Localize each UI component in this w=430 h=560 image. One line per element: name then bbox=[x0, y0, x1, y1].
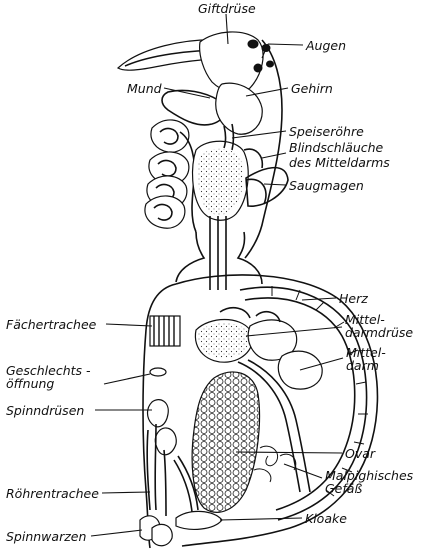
leader-speiseroehre bbox=[231, 130, 287, 139]
spinnerets bbox=[139, 515, 173, 547]
leader-lines bbox=[90, 13, 344, 537]
eye-1 bbox=[247, 39, 259, 49]
book-lung bbox=[149, 315, 181, 347]
leader-faechertrachee bbox=[105, 323, 153, 327]
label-malpighisches-gefaess: Malpighisches Gefäß bbox=[325, 468, 414, 496]
label-speiseroehre: Speiseröhre bbox=[289, 124, 364, 139]
label-spinnwarzen: Spinnwarzen bbox=[6, 529, 87, 544]
leader-malpighi bbox=[283, 463, 323, 479]
label-gehirn: Gehirn bbox=[291, 81, 333, 96]
eye-4 bbox=[266, 60, 274, 68]
leader-herz bbox=[301, 297, 337, 301]
leader-saugmagen bbox=[263, 183, 287, 186]
ovary bbox=[191, 371, 261, 513]
opisthosoma bbox=[139, 274, 379, 549]
midgut-gland bbox=[194, 306, 323, 390]
leader-augen bbox=[261, 43, 304, 59]
leg-coxae bbox=[144, 119, 197, 233]
label-mitteldarmdruese: Mittel- darmdrüse bbox=[345, 312, 414, 340]
label-geschlechtsoeffnung: Geschlechts - öffnung bbox=[6, 363, 91, 391]
label-mund: Mund bbox=[127, 81, 162, 96]
label-augen: Augen bbox=[306, 38, 347, 53]
label-faechertrachee: Fächertrachee bbox=[6, 317, 97, 332]
leader-kloake bbox=[219, 517, 303, 521]
leader-mitteldarmdruese bbox=[245, 326, 343, 337]
chelicera-base bbox=[199, 31, 264, 93]
pedicel bbox=[175, 216, 263, 290]
label-blindschlaeuche-1: Blindschläuche bbox=[289, 140, 384, 155]
label-saugmagen: Saugmagen bbox=[289, 178, 364, 193]
label-herz: Herz bbox=[339, 291, 368, 306]
gonopore bbox=[149, 367, 167, 377]
label-spinndruesen: Spinndrüsen bbox=[6, 403, 85, 418]
leader-gehirn bbox=[245, 87, 289, 97]
silk-glands bbox=[146, 399, 177, 517]
label-giftdruese: Giftdrüse bbox=[198, 1, 256, 16]
cloaca bbox=[175, 510, 223, 530]
label-mitteldarm: Mittel- darm bbox=[346, 345, 386, 373]
label-roehrentrachee: Röhrentrachee bbox=[6, 486, 99, 501]
malpighian-tubules bbox=[253, 445, 297, 483]
leader-geschlechtsoeffnung bbox=[103, 373, 151, 385]
label-blindschlaeuche-2: des Mitteldarms bbox=[289, 155, 390, 170]
leader-mund bbox=[163, 87, 211, 99]
leader-giftdruese bbox=[225, 13, 229, 45]
label-ovar: Ovar bbox=[345, 446, 376, 461]
leader-roehrentrachee bbox=[101, 491, 151, 494]
leader-ovar bbox=[235, 451, 343, 454]
label-kloake: Kloake bbox=[305, 511, 347, 526]
leader-spinnwarzen bbox=[90, 529, 143, 537]
brain bbox=[215, 82, 263, 135]
eye-3 bbox=[253, 63, 263, 73]
leader-mitteldarm bbox=[299, 357, 344, 371]
prosoma bbox=[116, 31, 289, 259]
leader-blindschlaeuche bbox=[261, 152, 287, 159]
